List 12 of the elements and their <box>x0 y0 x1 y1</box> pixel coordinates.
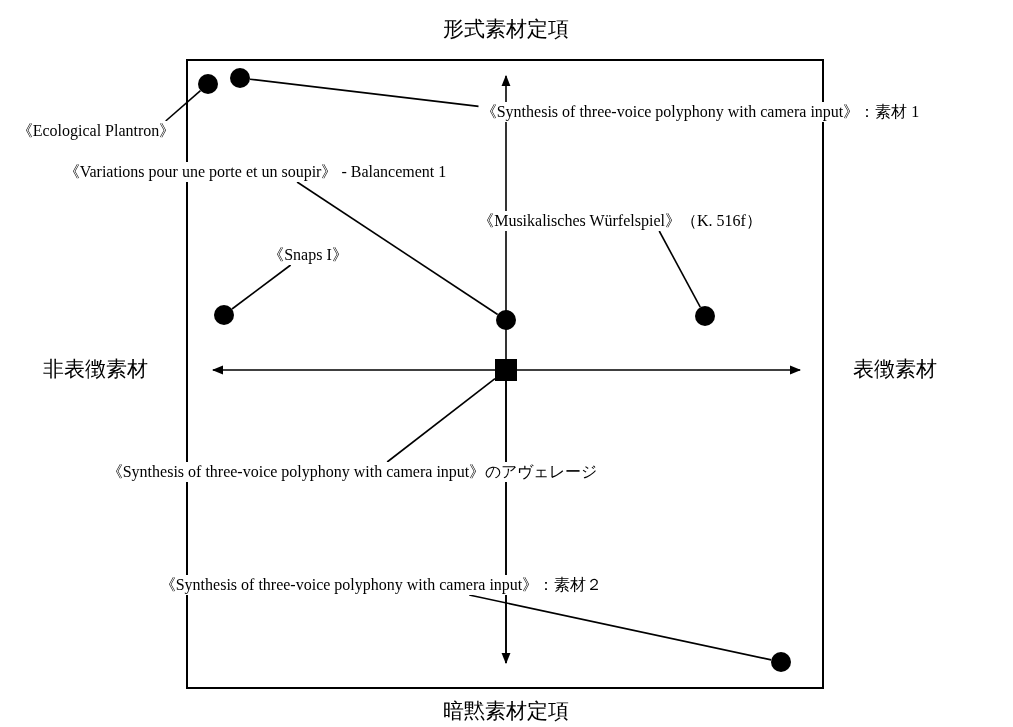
axis-label: 暗黙素材定項 <box>443 698 569 726</box>
axis-label: 非表徴素材 <box>42 356 148 384</box>
leader-line <box>164 89 202 122</box>
leader-line <box>658 230 702 308</box>
axis-label: 表徴素材 <box>853 356 937 384</box>
average-square-marker <box>495 359 517 381</box>
leader-line <box>468 594 772 661</box>
leader-line <box>386 377 496 463</box>
leader-line <box>231 264 292 310</box>
leader-line <box>249 78 480 108</box>
leader-line <box>296 181 499 316</box>
axis-label: 形式素材定項 <box>443 16 569 44</box>
